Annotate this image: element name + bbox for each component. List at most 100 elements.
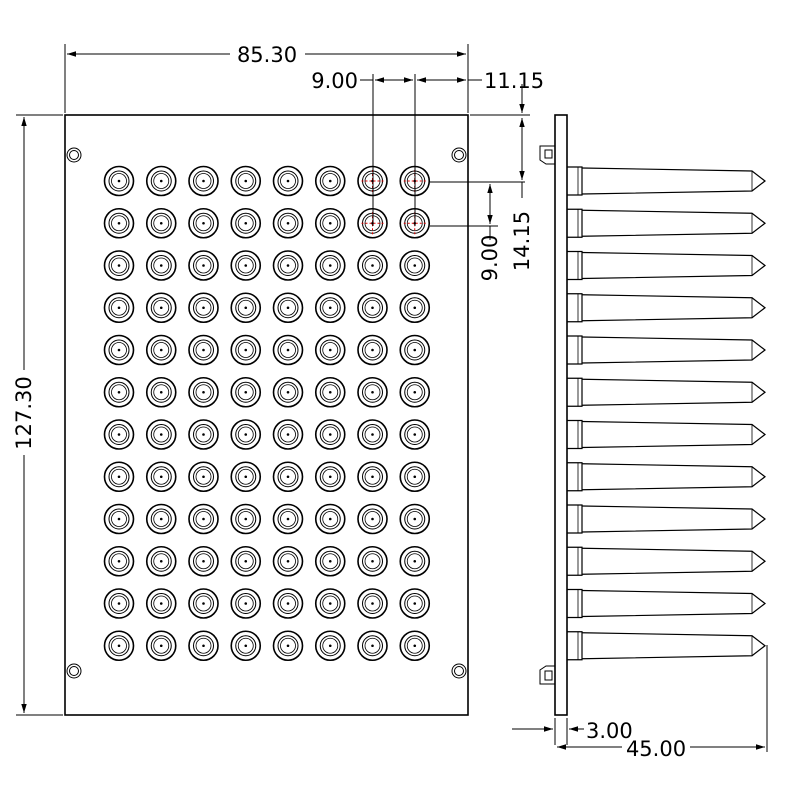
dim-pitch-x-label: 9.00 — [311, 69, 358, 93]
well — [314, 461, 346, 493]
dim-flange-label: 3.00 — [586, 719, 633, 743]
well — [357, 545, 388, 577]
well — [145, 419, 177, 450]
well — [188, 588, 219, 619]
well — [103, 419, 135, 450]
well — [399, 461, 431, 493]
dim-pitch-y: 9.00 — [430, 181, 525, 281]
well — [188, 461, 219, 493]
well — [145, 207, 177, 239]
clip-bottom — [539, 665, 555, 685]
well — [314, 545, 346, 577]
well — [230, 376, 262, 408]
well — [357, 376, 388, 408]
dim-offset-x-label: 11.15 — [484, 69, 544, 93]
well — [272, 165, 304, 197]
well — [230, 292, 262, 324]
plate-outline — [64, 114, 469, 716]
well — [145, 376, 177, 408]
well — [230, 207, 262, 239]
well — [103, 250, 135, 281]
well — [145, 165, 177, 197]
well — [314, 292, 346, 324]
well — [145, 292, 177, 324]
well — [272, 376, 304, 408]
dim-offset-y: 14.15 — [510, 118, 534, 271]
well — [357, 503, 388, 535]
dim-offset-y-label: 14.15 — [510, 211, 534, 271]
dim-width-label: 85.30 — [237, 43, 297, 67]
well-grid — [103, 165, 431, 662]
well — [272, 292, 304, 324]
well — [230, 165, 262, 197]
well — [145, 588, 177, 619]
dim-height-label: 127.30 — [12, 376, 36, 449]
well — [103, 630, 135, 662]
tube — [567, 462, 766, 492]
dim-width: 85.30 — [64, 43, 469, 113]
well — [314, 419, 346, 450]
corner-hole — [451, 663, 467, 679]
well — [399, 503, 431, 535]
tube — [567, 250, 766, 281]
well — [188, 503, 219, 535]
tube — [567, 631, 766, 661]
well — [357, 250, 388, 281]
well — [230, 461, 262, 493]
corner-holes — [66, 147, 467, 679]
well — [314, 503, 346, 535]
well — [230, 503, 262, 535]
dim-height: 127.30 — [12, 114, 63, 716]
well — [357, 334, 388, 366]
well — [314, 376, 346, 408]
well — [272, 250, 304, 281]
well — [272, 588, 304, 619]
tube-stack — [567, 166, 766, 661]
well — [314, 588, 346, 619]
corner-hole — [451, 147, 467, 163]
well — [103, 292, 135, 324]
tube — [567, 377, 766, 407]
well — [230, 334, 262, 366]
well — [145, 250, 177, 281]
well — [357, 588, 388, 619]
well — [103, 503, 135, 535]
dim-depth: 45.00 — [557, 645, 768, 761]
well — [399, 376, 431, 408]
corner-hole — [66, 663, 82, 679]
tube — [567, 293, 766, 323]
top-view: 85.30 9.00 11.15 9.00 — [12, 43, 544, 716]
well — [230, 630, 262, 662]
dim-depth-label: 45.00 — [626, 737, 686, 761]
well — [399, 292, 431, 324]
well — [103, 588, 135, 619]
well — [230, 588, 262, 619]
well — [272, 419, 304, 450]
tube — [567, 588, 766, 619]
well — [103, 334, 135, 366]
well — [230, 250, 262, 281]
tube — [567, 166, 766, 196]
tube — [567, 208, 766, 238]
dim-flange: 3.00 — [512, 718, 633, 745]
well — [357, 630, 388, 662]
well — [357, 461, 388, 493]
well — [188, 207, 219, 239]
well — [314, 207, 346, 239]
well — [145, 545, 177, 577]
plate-edge — [554, 114, 568, 716]
well — [145, 503, 177, 535]
well — [399, 334, 431, 366]
well — [357, 292, 388, 324]
well — [103, 165, 135, 197]
well — [188, 292, 219, 324]
well — [399, 419, 431, 450]
well — [188, 545, 219, 577]
well — [188, 376, 219, 408]
corner-hole — [66, 147, 82, 163]
clip-top — [539, 145, 555, 165]
well — [188, 630, 219, 662]
tube — [567, 419, 766, 450]
well — [272, 545, 304, 577]
